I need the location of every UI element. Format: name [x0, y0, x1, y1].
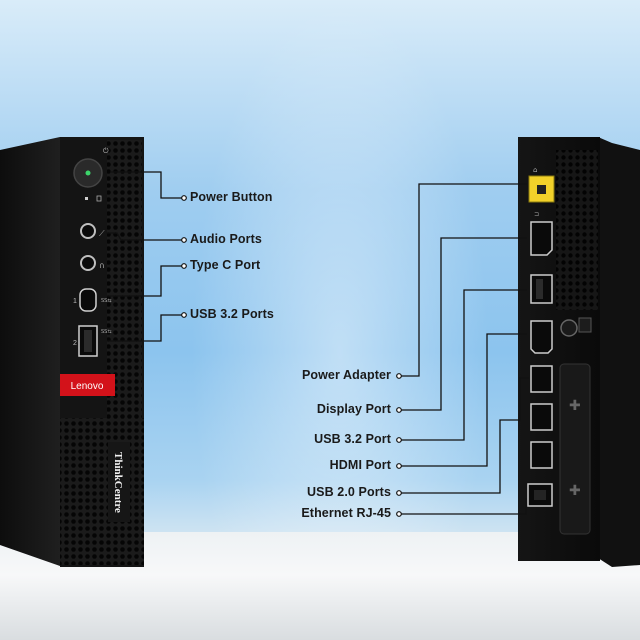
rear-callout-lines	[400, 183, 529, 515]
front-callout-lines	[106, 171, 183, 342]
screw-icon: ✚	[569, 398, 581, 414]
displayport-icon: ⊐	[534, 211, 539, 218]
antenna-connector	[560, 319, 578, 337]
power-symbol-icon: ⏻	[103, 147, 109, 155]
front-lower-grille	[60, 418, 144, 565]
front-pc: ⏻ ⟋ ∩ 1 SS⇆ 2 SS⇆ Lenovo ThinkCentre	[0, 137, 144, 567]
label-power-button: Power Button	[190, 190, 273, 204]
headset-icon: ∩	[99, 261, 105, 270]
front-pc-side	[0, 137, 60, 566]
storage-indicator-icon	[96, 195, 102, 202]
expansion-cover	[559, 363, 591, 535]
headphone-jack	[80, 255, 96, 271]
usb-2-0-port	[530, 403, 553, 431]
activity-indicator	[85, 197, 88, 200]
label-display-port: Display Port	[316, 402, 391, 416]
model-label-area	[108, 442, 130, 522]
label-ethernet-rj-45: Ethernet RJ-45	[301, 506, 391, 520]
lenovo-badge	[60, 374, 115, 396]
power-led	[85, 170, 91, 176]
usb-port-tongue	[536, 279, 543, 299]
power-adapter-pin	[537, 185, 546, 194]
rear-pc-side	[598, 137, 640, 567]
lenovo-logo: Lenovo	[71, 381, 104, 392]
label-usb-3-2-ports: USB 3.2 Ports	[190, 307, 274, 321]
label-usb-2-0-ports: USB 2.0 Ports	[307, 485, 391, 499]
mic-jack	[80, 223, 96, 239]
rear-pc: ⌂ ⊐ ✚ ✚	[518, 137, 640, 567]
ss-usb-icon: SS⇆	[101, 298, 112, 304]
label-usb-3-2-port: USB 3.2 Port	[314, 432, 391, 446]
label-audio-ports: Audio Ports	[190, 232, 262, 246]
usb-port-tongue	[84, 330, 92, 352]
rear-vent-grille	[556, 150, 598, 310]
ss-usb-icon: SS⇆	[101, 329, 112, 335]
label-hdmi-port: HDMI Port	[329, 458, 391, 472]
rear-callout-dots	[396, 373, 402, 517]
port-number-2: 2	[73, 340, 77, 347]
label-type-c-port: Type C Port	[190, 258, 261, 272]
port-number-1: 1	[73, 298, 77, 305]
hdmi-port	[530, 320, 553, 354]
label-power-adapter: Power Adapter	[301, 368, 391, 382]
type-c-port	[79, 288, 97, 312]
usb-2-0-port	[530, 441, 553, 469]
usb-2-0-port	[530, 365, 553, 393]
front-callout-dots	[181, 195, 187, 318]
ethernet-port-inner	[534, 490, 546, 500]
thinkcentre-logo: ThinkCentre	[112, 452, 124, 513]
power-adapter-icon: ⌂	[533, 166, 537, 174]
kensington-slot	[578, 317, 592, 333]
mic-icon: ⟋	[99, 229, 105, 238]
screw-icon: ✚	[569, 483, 581, 499]
display-port	[530, 221, 553, 256]
